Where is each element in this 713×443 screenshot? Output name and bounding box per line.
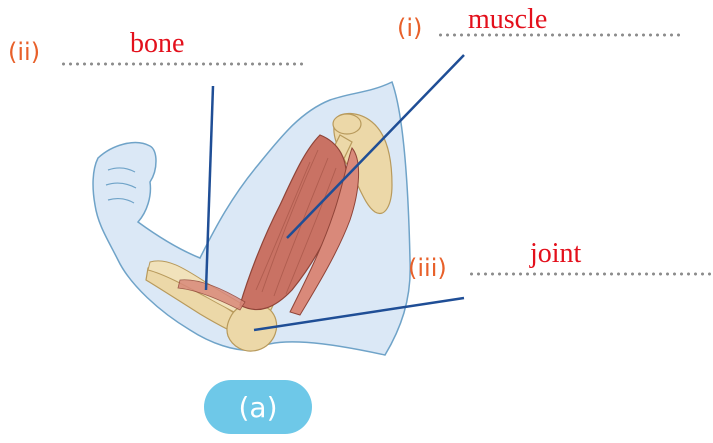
answer-bone: bone [130,30,184,58]
answer-blank-bone [60,62,305,66]
figure-caption: (a) [204,380,312,434]
figure-caption-text: (a) [238,391,277,424]
humerus-head [333,114,361,134]
answer-muscle: muscle [468,6,547,34]
answer-blank-joint [468,272,711,276]
answer-blank-muscle [437,33,680,37]
label-number-joint: (iii) [408,256,447,280]
label-number-muscle: (i) [397,16,422,40]
answer-joint: joint [530,240,581,268]
label-number-bone: (ii) [8,40,40,64]
